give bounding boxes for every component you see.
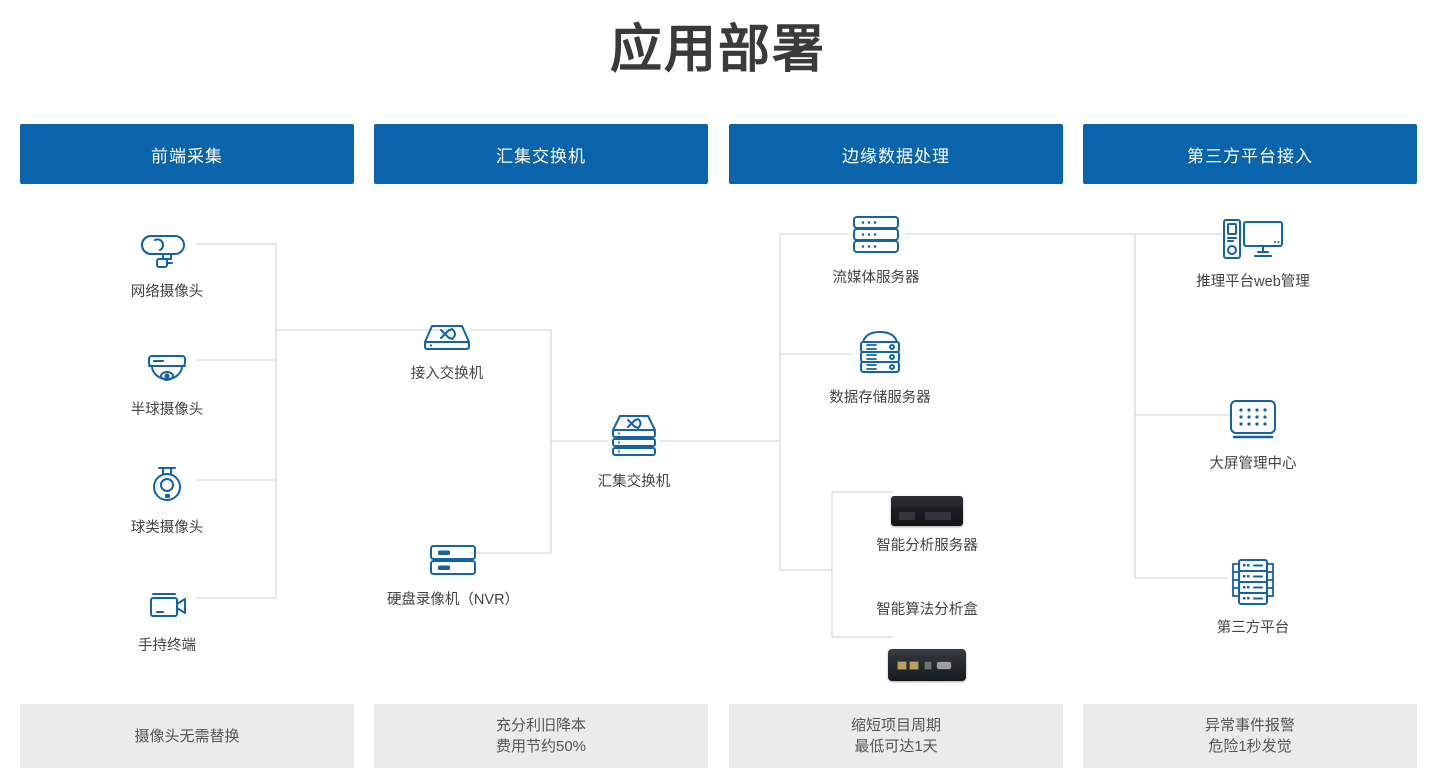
ptz-camera-icon [139,454,195,508]
node-ip-camera[interactable]: 网络摄像头 [82,218,252,301]
footer-line: 缩短项目周期 [850,717,941,734]
footer-switch: 充分利旧降本 费用节约50% [374,704,708,768]
storage-tower-icon [849,324,911,378]
node-access-switch[interactable]: 接入交换机 [362,300,532,383]
node-label: 汇集交换机 [597,474,671,490]
switch-icon [416,300,478,354]
bullet-camera-icon [139,218,195,272]
node-nvr[interactable]: 硬盘录像机（NVR） [368,526,538,609]
footer-edge: 缩短项目周期 最低可达1天 [729,704,1063,768]
node-aggregation-switch[interactable]: 汇集交换机 [549,408,719,491]
edge-box-photo-icon [888,627,966,681]
nvr-icon [422,526,484,580]
column-header-front-end[interactable]: 前端采集 [20,124,354,184]
column-header-thirdparty[interactable]: 第三方平台接入 [1083,124,1417,184]
node-analysis-server[interactable]: 智能分析服务器 [842,472,1012,555]
footer-line: 摄像头无需替换 [134,727,240,745]
footer-line: 充分利旧降本 [495,717,586,734]
node-video-wall[interactable]: 大屏管理中心 [1168,390,1338,473]
node-stream-server[interactable]: 流媒体服务器 [791,204,961,287]
node-algo-box[interactable]: 智能算法分析盒 [842,598,1012,681]
node-label: 推理平台web管理 [1196,274,1310,290]
desktop-pc-icon [1216,208,1290,262]
node-label: 大屏管理中心 [1209,456,1297,472]
node-label: 网络摄像头 [130,284,204,300]
node-label: 第三方平台 [1216,620,1290,636]
node-label: 手持终端 [138,638,196,654]
node-label: 硬盘录像机（NVR） [386,592,520,608]
node-label: 数据存储服务器 [829,390,931,406]
column-header-switch[interactable]: 汇集交换机 [374,124,708,184]
node-label: 智能算法分析盒 [876,602,978,618]
footer-line: 危险1秒发觉 [1208,738,1292,755]
node-storage-server[interactable]: 数据存储服务器 [795,324,965,407]
footer-line: 费用节约50% [495,738,587,755]
node-dome-camera[interactable]: 半球摄像头 [82,336,252,419]
footer-line: 最低可达1天 [854,738,938,755]
column-header-edge[interactable]: 边缘数据处理 [729,124,1063,184]
node-web-management[interactable]: 推理平台web管理 [1168,208,1338,291]
rackmount-photo-icon [891,472,963,526]
dome-camera-icon [139,336,195,390]
node-third-party-platform[interactable]: 第三方平台 [1168,554,1338,637]
node-label: 半球摄像头 [130,402,204,418]
footer-front-end: 摄像头无需替换 [20,704,354,768]
stacked-switch-icon [603,408,665,462]
node-label: 智能分析服务器 [876,538,978,554]
node-label: 流媒体服务器 [832,270,920,286]
platform-rack-icon [1222,554,1284,608]
node-handheld[interactable]: 手持终端 [82,572,252,655]
page-title: 应用部署 [609,21,826,79]
camcorder-icon [139,572,195,626]
video-wall-icon [1222,390,1284,444]
node-ptz-camera[interactable]: 球类摄像头 [82,454,252,537]
node-label: 球类摄像头 [130,520,204,536]
rack-server-icon [845,204,907,258]
footer-thirdparty: 异常事件报警 危险1秒发觉 [1083,704,1417,768]
footer-line: 异常事件报警 [1204,717,1295,734]
node-label: 接入交换机 [410,366,484,382]
